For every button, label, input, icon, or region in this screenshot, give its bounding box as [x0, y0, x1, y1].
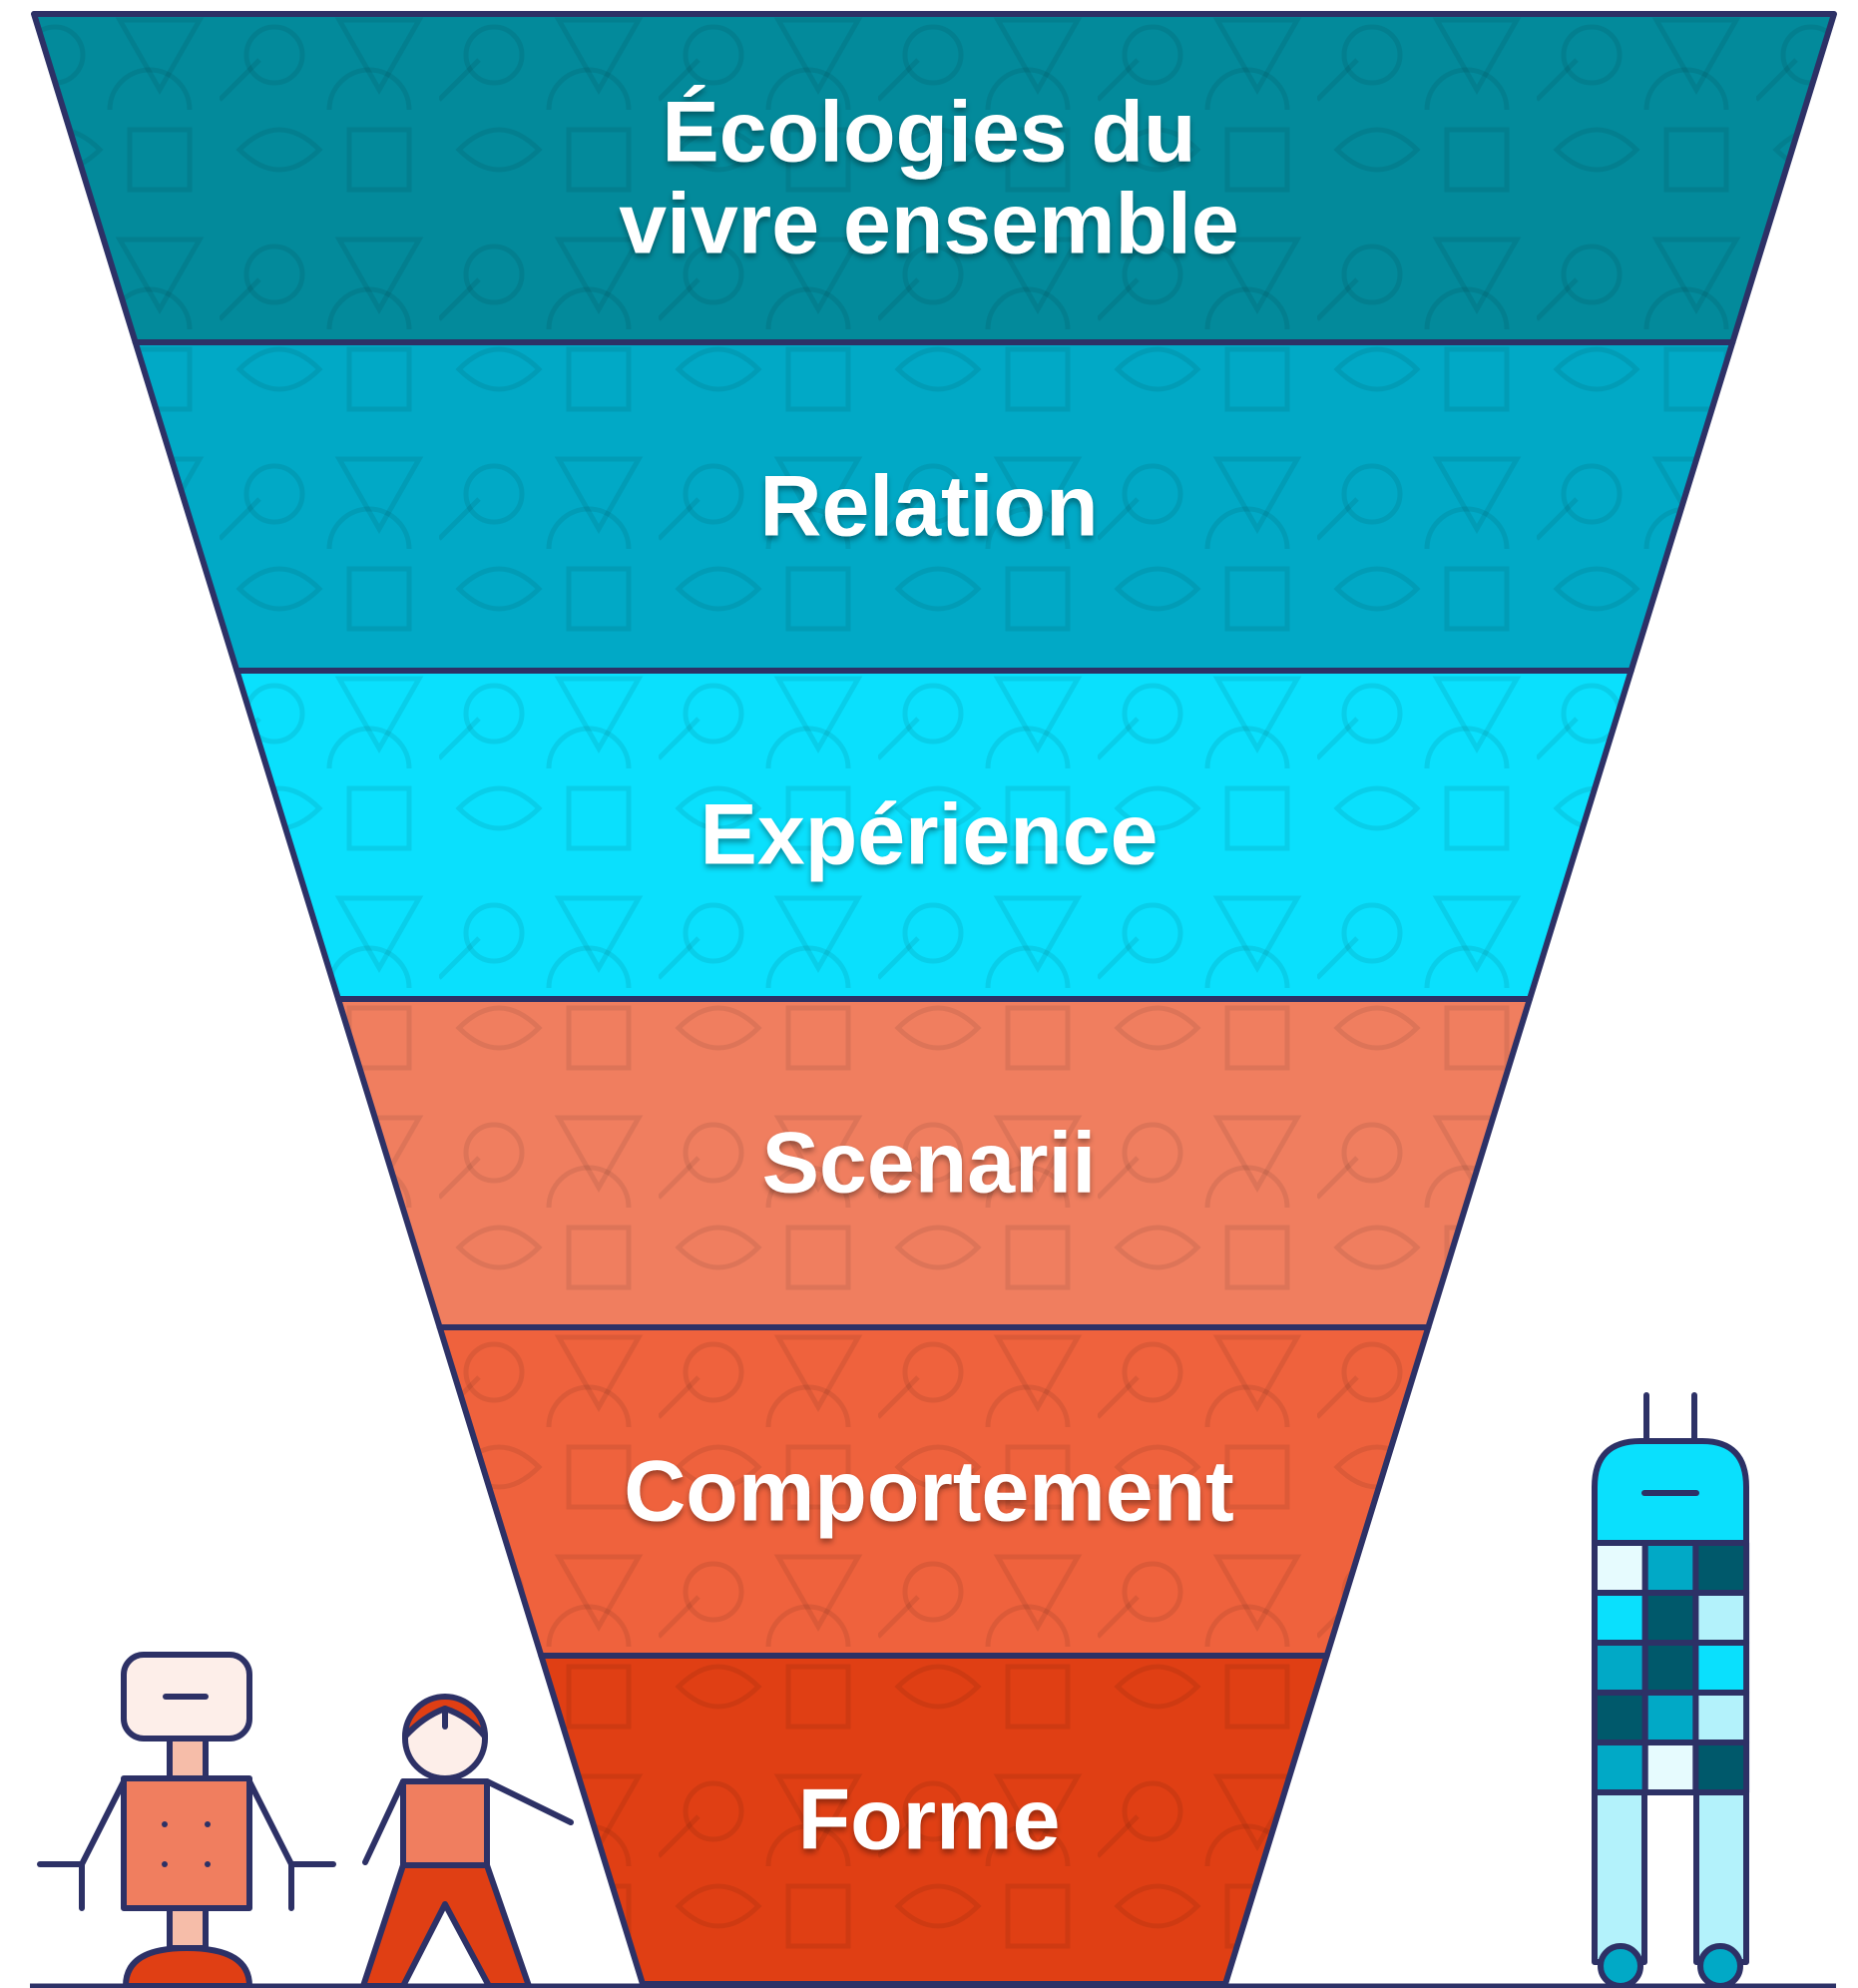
funnel-layer-pattern: [439, 1327, 1429, 1656]
funnel-layer: Forme: [538, 1653, 1330, 1987]
tower-robot-cell: [1641, 1640, 1699, 1696]
funnel-layer-label: Comportement: [624, 1444, 1234, 1540]
funnel-layer-pattern: [34, 14, 1834, 342]
tower-robot-cell: [1692, 1590, 1750, 1646]
funnel-layer-label: vivre ensemble: [619, 177, 1238, 272]
funnel-layer-pattern: [338, 999, 1530, 1327]
funnel-layer: Relation: [132, 339, 1736, 674]
tower-robot-cell: [1592, 1540, 1648, 1596]
funnel-layer-label: Forme: [798, 1772, 1061, 1868]
tower-robot-icon: [1592, 1392, 1750, 1988]
tower-robot-cell: [1692, 1690, 1750, 1745]
tower-robot-cell: [1592, 1640, 1648, 1696]
funnel-layer: Scenarii: [335, 996, 1533, 1330]
tower-robot-cell: [1592, 1690, 1648, 1745]
funnel-layer-label: Expérience: [700, 787, 1159, 883]
tower-robot-cell: [1692, 1540, 1750, 1596]
funnel-layer: Comportement: [436, 1324, 1432, 1659]
funnel-layer-pattern: [236, 671, 1631, 999]
tower-robot-cell: [1692, 1740, 1750, 1795]
tower-robot-cell: [1641, 1590, 1699, 1646]
tower-robot-cell: [1592, 1590, 1648, 1646]
tower-robot-cell: [1692, 1640, 1750, 1696]
tower-robot-cell: [1641, 1740, 1699, 1795]
robot-left-icon: [37, 1652, 336, 1988]
funnel-layer-pattern: [135, 342, 1733, 671]
funnel-layer-label: Écologies du: [662, 85, 1195, 181]
funnel-layer: Expérience: [233, 668, 1634, 1002]
tower-robot-cell: [1641, 1690, 1699, 1745]
funnel-layer-pattern: [541, 1656, 1327, 1984]
tower-robot-cell: [1641, 1540, 1699, 1596]
funnel-layer-label: Scenarii: [762, 1116, 1097, 1212]
funnel-layer-label: Relation: [759, 459, 1098, 555]
tower-robot-cell: [1592, 1740, 1648, 1795]
person-icon: [360, 1694, 574, 1988]
